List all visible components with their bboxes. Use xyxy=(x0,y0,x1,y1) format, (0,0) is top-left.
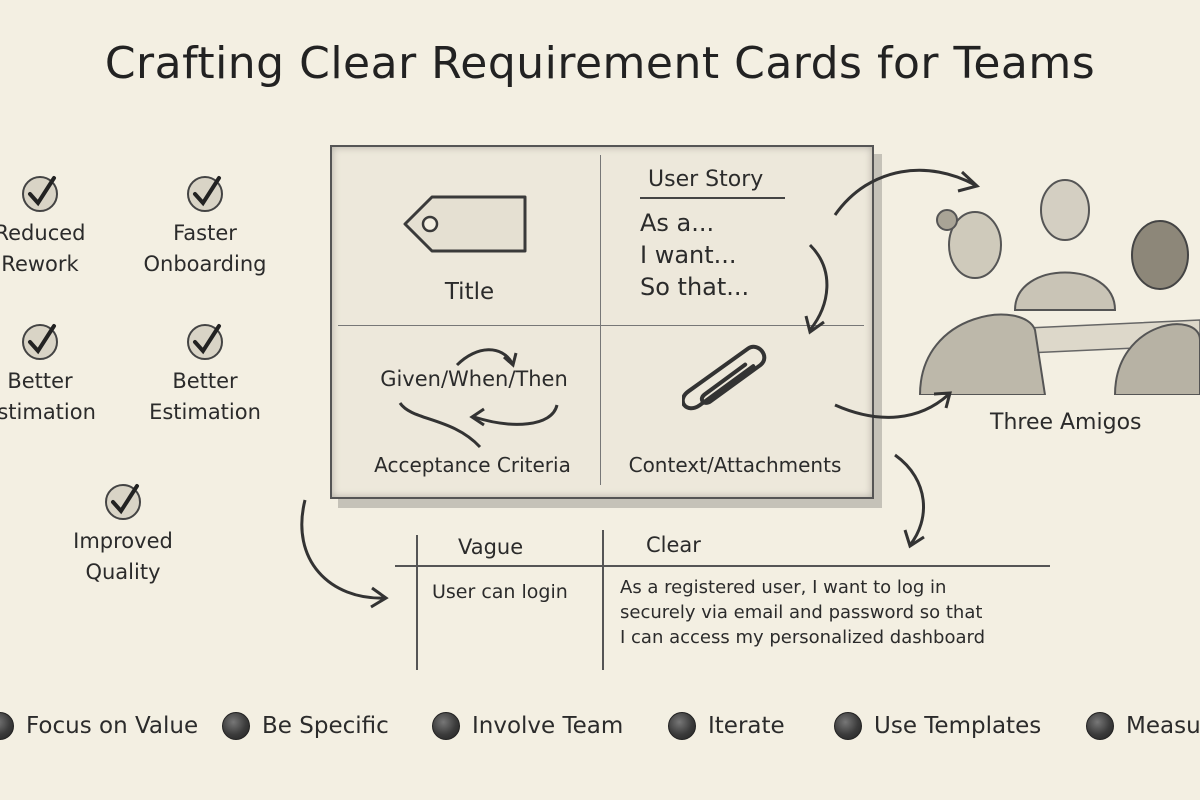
cycle-arrows-icon xyxy=(398,348,559,449)
arrow-story-down xyxy=(808,243,829,331)
benefit-label-line: Rework xyxy=(1,252,79,276)
checkmark-circle-icon xyxy=(187,176,223,212)
tip-label: Use Templates xyxy=(874,713,1042,739)
tip-item: Iterate xyxy=(668,712,785,740)
card-divider-horizontal xyxy=(338,325,864,326)
arrow-card-to-team-bottom xyxy=(834,393,949,419)
acceptance-criteria-label: Acceptance Criteria xyxy=(374,453,571,477)
comparison-col-divider xyxy=(602,530,604,670)
tip-bullet-icon xyxy=(0,712,14,740)
clear-example-line: securely via email and password so that xyxy=(620,602,983,623)
benefit-label: Faster Onboarding xyxy=(120,218,290,280)
arrow-card-to-clear xyxy=(894,453,925,546)
context-attachments-label: Context/Attachments xyxy=(628,453,842,477)
clear-header: Clear xyxy=(646,533,701,557)
benefit-item: Improved Quality xyxy=(38,478,208,588)
tip-label: Measure xyxy=(1126,713,1200,739)
comparison-row-divider xyxy=(395,565,1050,567)
benefit-label-line: Faster xyxy=(173,221,237,245)
user-story-line: I want... xyxy=(640,241,737,269)
tip-item: Be Specific xyxy=(222,712,389,740)
arrow-card-to-team-top xyxy=(833,168,976,216)
benefit-label-line: Improved xyxy=(73,529,173,553)
benefit-label: Reduced Rework xyxy=(0,218,125,280)
tip-item: Involve Team xyxy=(432,712,623,740)
benefit-label-line: Better xyxy=(172,369,238,393)
tip-label: Focus on Value xyxy=(26,713,199,739)
benefit-label-line: Onboarding xyxy=(143,252,267,276)
team-label: Three Amigos xyxy=(990,410,1142,435)
tip-item: Measure xyxy=(1086,712,1200,740)
tip-item: Use Templates xyxy=(834,712,1041,740)
tip-bullet-icon xyxy=(432,712,460,740)
vague-example: User can login xyxy=(432,581,568,603)
benefit-label-line: Better xyxy=(7,369,73,393)
requirement-card: Title User Story As a... I want... So th… xyxy=(330,145,874,499)
tip-label: Involve Team xyxy=(472,713,624,739)
vague-header: Vague xyxy=(458,535,524,559)
comparison-col-divider xyxy=(416,535,418,670)
clear-example: As a registered user, I want to log in s… xyxy=(620,575,985,650)
given-when-then-label: Given/When/Then xyxy=(380,367,568,391)
benefit-item: Better Estimation xyxy=(0,318,125,428)
checkmark-circle-icon xyxy=(22,324,58,360)
tip-label: Iterate xyxy=(708,713,785,739)
page-title: Crafting Clear Requirement Cards for Tea… xyxy=(104,38,1096,89)
benefit-label-line: Estimation xyxy=(0,400,96,424)
paperclip-icon xyxy=(682,344,767,411)
card-divider-vertical xyxy=(600,155,601,485)
user-story-template: As a... I want... So that... xyxy=(640,207,749,303)
tip-bullet-icon xyxy=(834,712,862,740)
card-title-label: Title xyxy=(444,279,495,305)
benefit-label: Better Estimation xyxy=(120,366,290,428)
tip-bullet-icon xyxy=(222,712,250,740)
benefit-item: Better Estimation xyxy=(120,318,290,428)
clear-example-line: As a registered user, I want to log in xyxy=(620,577,947,598)
checkmark-circle-icon xyxy=(187,324,223,360)
tip-bullet-icon xyxy=(1086,712,1114,740)
benefit-label: Improved Quality xyxy=(38,526,208,588)
user-story-underline xyxy=(640,197,785,199)
benefit-label-line: Reduced xyxy=(0,221,86,245)
tip-label: Be Specific xyxy=(262,713,389,739)
team-illustration xyxy=(918,179,1200,395)
checkmark-circle-icon xyxy=(22,176,58,212)
benefit-item: Faster Onboarding xyxy=(120,170,290,280)
clear-example-line: I can access my personalized dashboard xyxy=(620,627,985,648)
checkmark-circle-icon xyxy=(105,484,141,520)
tag-icon xyxy=(403,195,527,253)
user-story-line: As a... xyxy=(640,209,715,237)
benefit-label-line: Estimation xyxy=(149,400,261,424)
user-story-line: So that... xyxy=(640,273,750,301)
benefit-label-line: Quality xyxy=(85,560,161,584)
arrow-card-to-vague xyxy=(300,499,386,600)
benefit-item: Reduced Rework xyxy=(0,170,125,280)
tip-bullet-icon xyxy=(668,712,696,740)
user-story-heading: User Story xyxy=(648,167,764,192)
tip-item: Focus on Value xyxy=(0,712,198,740)
benefit-label: Better Estimation xyxy=(0,366,125,428)
